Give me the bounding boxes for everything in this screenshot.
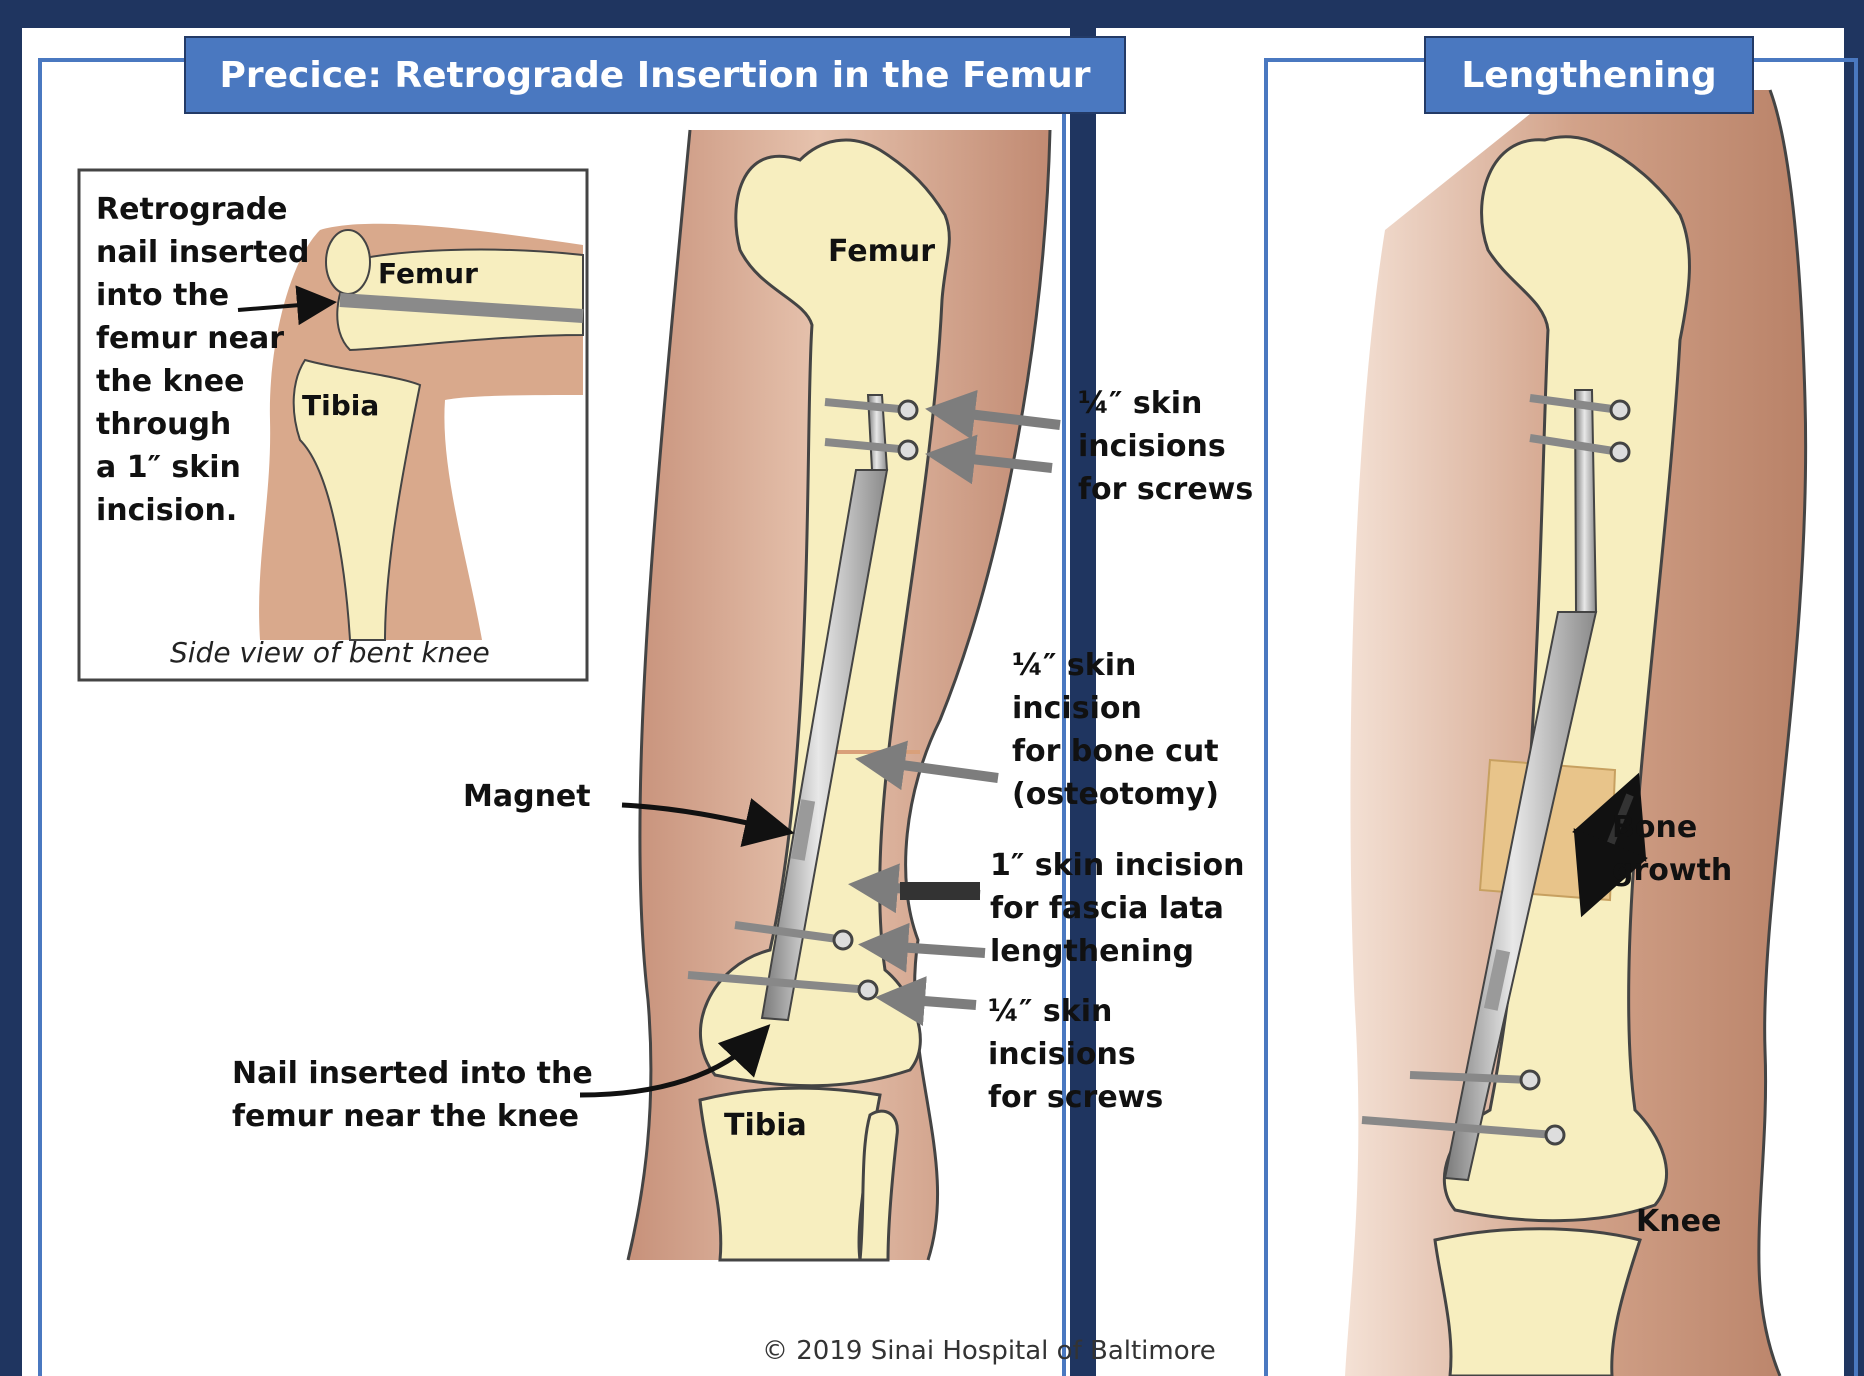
inset-patella bbox=[326, 230, 370, 294]
knee-label: Knee bbox=[1636, 1200, 1721, 1243]
inset-tibia-label: Tibia bbox=[302, 384, 379, 427]
screw bbox=[1410, 1075, 1530, 1080]
screw-head bbox=[834, 931, 852, 949]
fascia-incision-mark bbox=[900, 882, 980, 900]
inset-description: Retrograde nail inserted into the femur … bbox=[96, 188, 309, 532]
screw-head bbox=[1611, 443, 1629, 461]
copyright-notice: © 2019 Sinai Hospital of Baltimore bbox=[762, 1336, 1216, 1366]
screw-head bbox=[899, 441, 917, 459]
inset-caption: Side view of bent knee bbox=[170, 636, 490, 669]
bone-growth-label: Bone growth bbox=[1612, 806, 1732, 892]
screw-head bbox=[859, 981, 877, 999]
lower-screw-incision-arrow bbox=[885, 998, 976, 1005]
right-panel-title: Lengthening bbox=[1424, 36, 1754, 114]
right-nail bbox=[1575, 390, 1596, 612]
right-tibia-bone bbox=[1435, 1229, 1640, 1376]
screw-head bbox=[1521, 1071, 1539, 1089]
tibia-label: Tibia bbox=[724, 1104, 807, 1147]
bone-cut-incision-label: ¼″ skin incision for bone cut (osteotomy… bbox=[1012, 644, 1219, 816]
nail-insertion-label: Nail inserted into the femur near the kn… bbox=[232, 1052, 593, 1138]
screw-head bbox=[1611, 401, 1629, 419]
lower-screw-incisions-label: ¼″ skin incisions for screws bbox=[988, 990, 1163, 1119]
inset-femur-label: Femur bbox=[378, 252, 478, 295]
left-panel-title: Precice: Retrograde Insertion in the Fem… bbox=[184, 36, 1126, 114]
magnet-label: Magnet bbox=[463, 775, 591, 818]
upper-screw-incisions-label: ¼″ skin incisions for screws bbox=[1078, 382, 1253, 511]
screw-head bbox=[899, 401, 917, 419]
femur-label: Femur bbox=[828, 230, 935, 273]
screw-head bbox=[1546, 1126, 1564, 1144]
fascia-lata-incision-label: 1″ skin incision for fascia lata lengthe… bbox=[990, 844, 1244, 973]
